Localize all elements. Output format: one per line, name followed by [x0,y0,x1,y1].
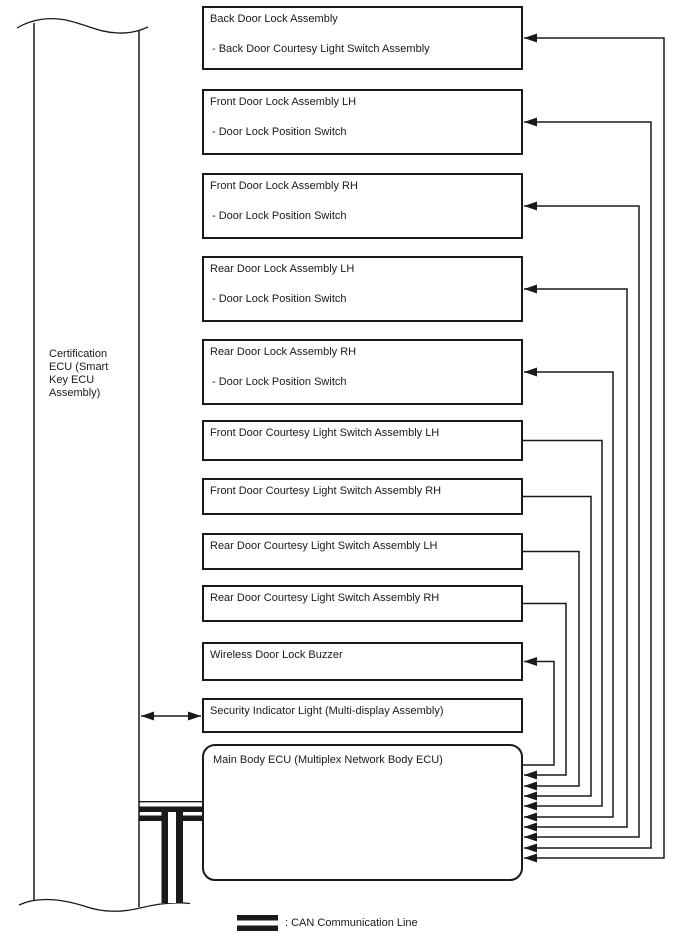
node-wireless-door-lock-buzzer: Wireless Door Lock Buzzer [202,642,523,681]
node-subtitle: - Back Door Courtesy Light Switch Assemb… [212,43,430,55]
node-front-door-lock-rh: Front Door Lock Assembly RH - Door Lock … [202,173,523,239]
node-title: Rear Door Courtesy Light Switch Assembly… [210,540,438,552]
node-title: Security Indicator Light (Multi-display … [210,705,444,717]
connector-back-door-lock [524,33,665,863]
node-security-indicator-light: Security Indicator Light (Multi-display … [202,698,523,733]
node-title: Front Door Courtesy Light Switch Assembl… [210,427,440,439]
node-title: Back Door Lock Assembly [210,13,338,25]
certification-ecu-label-line: Key ECU [49,374,95,386]
connector-rear-door-lock-lh [524,284,628,832]
node-title: Rear Door Lock Assembly LH [210,263,355,275]
node-subtitle: - Door Lock Position Switch [212,126,347,138]
node-front-door-lock-lh: Front Door Lock Assembly LH - Door Lock … [202,89,523,155]
node-title: Rear Door Lock Assembly RH [210,346,357,358]
can-line-junction [139,801,203,903]
certification-ecu-label: Certification ECU (Smart Key ECU Assembl… [49,348,149,400]
node-rear-courtesy-switch-lh: Rear Door Courtesy Light Switch Assembly… [202,533,523,570]
node-rear-courtesy-switch-rh: Rear Door Courtesy Light Switch Assembly… [202,585,523,622]
node-subtitle: - Door Lock Position Switch [212,376,347,388]
band-torn-top-edge [16,18,149,34]
certification-ecu-label-line: Certification [49,348,108,360]
node-front-courtesy-switch-rh: Front Door Courtesy Light Switch Assembl… [202,478,523,515]
node-main-body-ecu: Main Body ECU (Multiplex Network Body EC… [202,744,523,881]
can-line-vertical-bar-2 [176,812,183,903]
connector-front-courtesy-rh [523,495,592,801]
connector-wireless-buzzer [523,657,555,766]
certification-ecu-band [16,18,191,912]
certification-ecu-label-line: ECU (Smart [49,361,109,373]
connector-front-courtesy-lh [523,439,603,811]
connector-front-door-lock-lh [524,117,652,853]
can-line-horizontal-bar-1 [139,806,203,812]
can-line-vertical-bar-1 [161,812,168,903]
node-title: Front Door Lock Assembly RH [210,180,358,192]
node-subtitle: - Door Lock Position Switch [212,293,347,305]
band-torn-bottom-edge [18,898,191,912]
connector-front-door-lock-rh [524,201,640,842]
node-front-courtesy-switch-lh: Front Door Courtesy Light Switch Assembl… [202,420,523,461]
node-title: Main Body ECU (Multiplex Network Body EC… [213,754,443,766]
connector-rear-courtesy-lh [523,550,580,791]
connector-rear-courtesy-rh [523,602,567,780]
can-line-legend-symbol [237,915,278,931]
node-title: Rear Door Courtesy Light Switch Assembly… [210,592,440,604]
node-title: Wireless Door Lock Buzzer [210,649,343,661]
node-rear-door-lock-rh: Rear Door Lock Assembly RH - Door Lock P… [202,339,523,405]
signal-connectors [141,33,665,863]
node-back-door-lock: Back Door Lock Assembly - Back Door Cour… [202,6,523,70]
legend-bar-1 [237,915,278,921]
node-title: Front Door Courtesy Light Switch Assembl… [210,485,442,497]
can-line-junction-gap [168,814,176,903]
can-legend-label: : CAN Communication Line [285,917,418,929]
node-rear-door-lock-lh: Rear Door Lock Assembly LH - Door Lock P… [202,256,523,322]
certification-ecu-label-line: Assembly) [49,387,101,399]
node-title: Front Door Lock Assembly LH [210,96,357,108]
connector-rear-door-lock-rh [524,367,614,822]
node-subtitle: - Door Lock Position Switch [212,210,347,222]
legend-bar-2 [237,925,278,931]
